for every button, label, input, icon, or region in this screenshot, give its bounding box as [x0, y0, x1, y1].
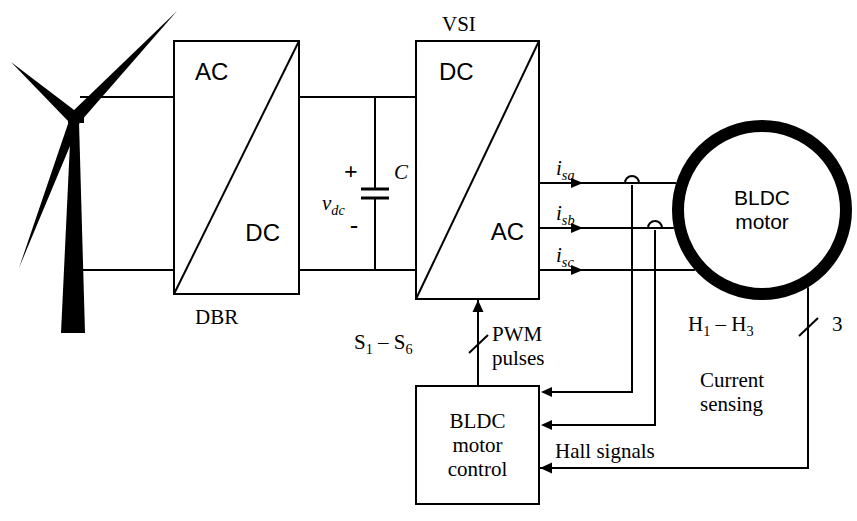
current-sensor-hop	[648, 221, 662, 228]
signal-name: H1 – H3	[688, 312, 754, 336]
subscript: sa	[562, 167, 575, 183]
subscript: 3	[746, 323, 753, 339]
inverter-name: VSI	[442, 12, 476, 36]
turbine-hub	[69, 111, 81, 123]
current-sensing-wire	[550, 230, 655, 425]
converter-name: DBR	[195, 305, 238, 329]
inverter-output-label: AC	[491, 218, 524, 246]
generator-wire	[81, 269, 174, 271]
capacitor-lead	[374, 198, 376, 270]
wind-turbine	[11, 11, 177, 333]
voltage-label: vdc	[322, 191, 345, 215]
current-label: isc	[556, 243, 574, 267]
connector-wire	[540, 182, 676, 184]
converter-diagonal	[174, 41, 299, 294]
connector-wire	[477, 300, 479, 385]
current-sensor-hop	[625, 176, 639, 183]
controller-label: BLDC motor control	[439, 409, 517, 481]
subscript: sc	[562, 254, 574, 270]
converter-diagonal	[416, 41, 539, 299]
converter-output-label: DC	[245, 219, 280, 247]
subscript: dc	[331, 202, 344, 218]
subscript: 1	[703, 323, 710, 339]
turbine-blade	[71, 11, 177, 121]
inverter-box: VSIDCAC	[415, 40, 540, 300]
component-label: C	[394, 160, 408, 184]
current-label: isb	[556, 201, 575, 225]
current-sensing-wire	[550, 185, 632, 392]
turbine-blade	[19, 118, 80, 268]
converter-input-label: AC	[195, 58, 228, 86]
connector-wire	[540, 287, 808, 468]
arrow-head	[541, 420, 552, 430]
controller-box: BLDC motor control	[415, 385, 540, 505]
signal-label: Hall signals	[555, 439, 655, 463]
generator-wire	[80, 96, 174, 98]
motor-label: BLDC motor	[716, 186, 808, 234]
inverter-input-label: DC	[439, 58, 474, 86]
signal-name: S1 – S6	[354, 330, 413, 354]
converter-box: ACDCDBR	[173, 40, 300, 295]
arrow-head	[540, 463, 552, 474]
subscript: 1	[366, 341, 373, 357]
bus-width: 3	[832, 312, 843, 336]
capacitor-plate	[361, 188, 389, 191]
capacitor-lead	[374, 97, 376, 189]
connector-wire	[300, 96, 415, 98]
polarity-sign: -	[350, 212, 358, 240]
subscript: sb	[562, 212, 575, 228]
turbine-blade	[11, 62, 78, 121]
motor-circle: BLDC motor	[672, 120, 852, 300]
signal-label: Current sensing	[700, 368, 788, 416]
polarity-sign: +	[344, 158, 358, 186]
capacitor-plate	[361, 197, 389, 200]
turbine-nacelle	[68, 111, 84, 123]
connector-wire	[540, 227, 674, 229]
arrow-head	[541, 387, 552, 397]
subscript: 6	[406, 341, 413, 357]
motor-ring	[678, 126, 846, 294]
arrow-head	[473, 300, 484, 312]
connector-wire	[300, 269, 415, 271]
current-label: isa	[556, 156, 575, 180]
signal-label: PWM pulses	[492, 322, 554, 370]
